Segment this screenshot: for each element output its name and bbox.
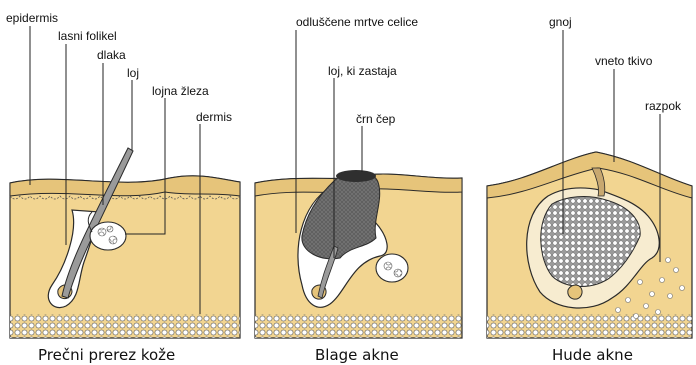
fat-layer (255, 314, 462, 338)
panel-normal-skin: epidermis lasni folikel dlaka loj lojna … (6, 11, 240, 364)
sebaceous-gland (90, 222, 126, 250)
label-blackhead: črn čep (356, 112, 396, 126)
label-sebum: loj (127, 66, 139, 80)
label-inflamed-tissue: vneto tkivo (595, 54, 653, 68)
label-hair: dlaka (97, 48, 126, 62)
caption-normal-skin: Prečni prerez kože (38, 346, 175, 364)
epidermis-layer (10, 176, 240, 196)
panel-severe-acne: gnoj vneto tkivo razpok Hude akne (487, 15, 692, 364)
label-trapped-sebum: loj, ki zastaja (328, 64, 397, 78)
gland-lobule (384, 262, 392, 270)
panel-mild-acne: odluščene mrtve celice loj, ki zastaja č… (255, 15, 462, 364)
gland-lobule (107, 226, 113, 232)
label-hair-follicle: lasni folikel (58, 29, 117, 43)
sebaceous-gland (376, 254, 408, 282)
label-epidermis: epidermis (6, 11, 58, 25)
gland-lobule (394, 269, 402, 277)
label-dermis: dermis (196, 110, 232, 124)
gland-lobule (109, 236, 117, 244)
label-pus: gnoj (549, 15, 572, 29)
label-rupture: razpok (645, 99, 682, 113)
label-dead-cells: odluščene mrtve celice (296, 15, 418, 29)
caption-mild-acne: Blage akne (315, 346, 399, 364)
blackhead-tip (336, 170, 376, 182)
caption-severe-acne: Hude akne (552, 346, 633, 364)
gland-lobule (98, 228, 106, 236)
fat-layer (487, 314, 692, 338)
skin-block (10, 176, 240, 338)
label-sebaceous-gland: lojna žleza (152, 84, 209, 98)
fat-layer (10, 314, 240, 338)
follicle-bulb (568, 285, 582, 299)
